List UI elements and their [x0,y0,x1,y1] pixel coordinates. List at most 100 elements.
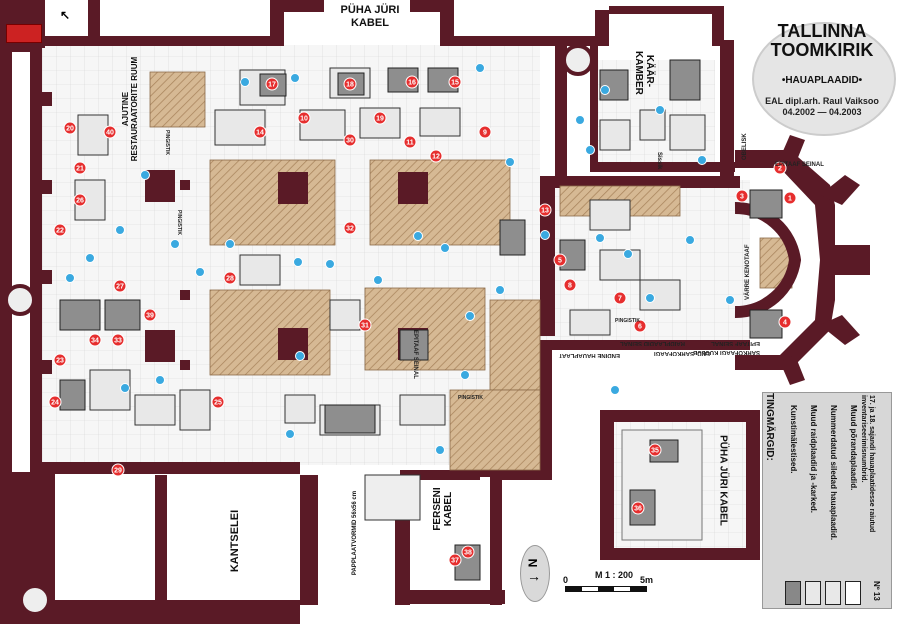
grave-marker-1: 1 [783,191,797,205]
marker-number: 3 [740,194,744,201]
grave-marker-17: 17 [265,77,279,91]
legend-panel: TINGMÄRGID: Kunstimälestised. Muud raidp… [762,392,892,609]
marker-circle [48,395,62,409]
grave-marker-32: 32 [343,221,357,235]
marker-number: 7 [618,296,622,303]
marker-circle [211,395,225,409]
inventory-marker [115,225,125,235]
inventory-marker [610,385,620,395]
marker-number: 10 [300,116,308,123]
inventory-marker [295,351,305,361]
marker-number: 40 [106,130,114,137]
scale-five: 5m [640,575,654,585]
title-line2: TOOMKIRIK [770,40,874,60]
annotation-epitaaf-1: EPITAAF SEINAL [775,162,824,168]
inventory-marker [65,273,75,283]
grave-marker-33: 33 [111,333,125,347]
inventory-marker [293,257,303,267]
room-label-line: KABEL [443,491,454,527]
room-label-line: KÄÄR- [644,54,655,88]
grave-marker-29: 29 [111,463,125,477]
marker-circle [111,463,125,477]
marker-circle [778,315,792,329]
inventory-marker [325,259,335,269]
marker-circle [448,75,462,89]
marker-number: 24 [51,400,59,407]
annotation-raidplaadid: RAIDPLAADID SEINAL [619,340,685,346]
marker-number: 28 [226,276,234,283]
marker-number: 30 [346,138,354,145]
inventory-marker [290,73,300,83]
inventory-marker [697,155,707,165]
marker-circle [88,333,102,347]
chapel-walls-bottom-right [600,410,760,560]
legend-item-4: Muud põrandaplaadid. [849,405,858,491]
marker-circle [73,161,87,175]
legend-item-1: Kunstimälestised. [789,405,798,474]
room-label-restaureerimis: AJUTINE RESTAURAATORITE RUUM [121,54,139,164]
grave-marker-34: 34 [88,333,102,347]
marker-number: 8 [568,283,572,290]
title-author: EAL dipl.arh. Raul Vaiksoo [765,96,879,106]
title-credits: EAL dipl.arh. Raul Vaiksoo 04.2002 — 04.… [755,96,889,118]
marker-circle [405,75,419,89]
marker-circle [265,77,279,91]
annotation-sissik: Sissik [656,152,662,170]
inventory-marker [413,231,423,241]
room-label-ferseni: FERSENI KABEL [432,484,454,534]
legend-swatch-4 [845,581,861,605]
marker-number: 16 [408,80,416,87]
grave-marker-18: 18 [343,77,357,91]
marker-number: 25 [214,400,222,407]
annotation-pingistik-1: PINGISTIK [164,130,170,156]
scale-zero: 0 [563,575,569,585]
grave-marker-22: 22 [53,223,67,237]
grave-marker-8: 8 [563,278,577,292]
title-line1: TALLINNA [777,21,867,41]
marker-number: 38 [464,550,472,557]
marker-number: 26 [76,198,84,205]
annotation-pingistik-3: PINGISTIK [615,318,641,324]
north-arrow-icon: → [527,568,541,584]
grave-marker-19: 19 [373,111,387,125]
grave-marker-27: 27 [113,279,127,293]
grave-marker-5: 5 [553,253,567,267]
inventory-marker [120,383,130,393]
marker-circle [563,278,577,292]
grave-marker-23: 23 [53,353,67,367]
grave-marker-39: 39 [143,308,157,322]
inventory-marker [285,429,295,439]
inventory-marker [540,230,550,240]
marker-circle [113,279,127,293]
marker-circle [53,223,67,237]
marker-number: 14 [256,130,264,137]
inventory-marker [155,375,165,385]
grave-marker-6: 6 [633,319,647,333]
inventory-marker [495,285,505,295]
marker-circle [223,271,237,285]
grave-marker-2: 2 [773,161,787,175]
room-label-line: KABEL [351,17,389,29]
marker-number: 18 [346,82,354,89]
marker-number: 35 [651,448,659,455]
inventory-marker [460,370,470,380]
marker-number: 22 [56,228,64,235]
inventory-marker [195,267,205,277]
inventory-marker [225,239,235,249]
annotation-epitaaf-2: EPITAAF SEINAL [711,340,760,346]
inventory-marker [240,77,250,87]
grave-marker-25: 25 [211,395,225,409]
room-label-kantselei: KANTSELEI [229,509,241,573]
grave-marker-37: 37 [448,553,462,567]
grave-marker-15: 15 [448,75,462,89]
scale-bar [565,586,647,592]
marker-circle [429,149,443,163]
marker-circle [648,443,662,457]
legend-item-3: Nummerdatud siledad hauaplaadid. [829,405,838,541]
marker-circle [63,121,77,135]
title-dates: 04.2002 — 04.2003 [782,107,862,117]
grave-marker-11: 11 [403,135,417,149]
marker-number: 9 [483,130,487,137]
